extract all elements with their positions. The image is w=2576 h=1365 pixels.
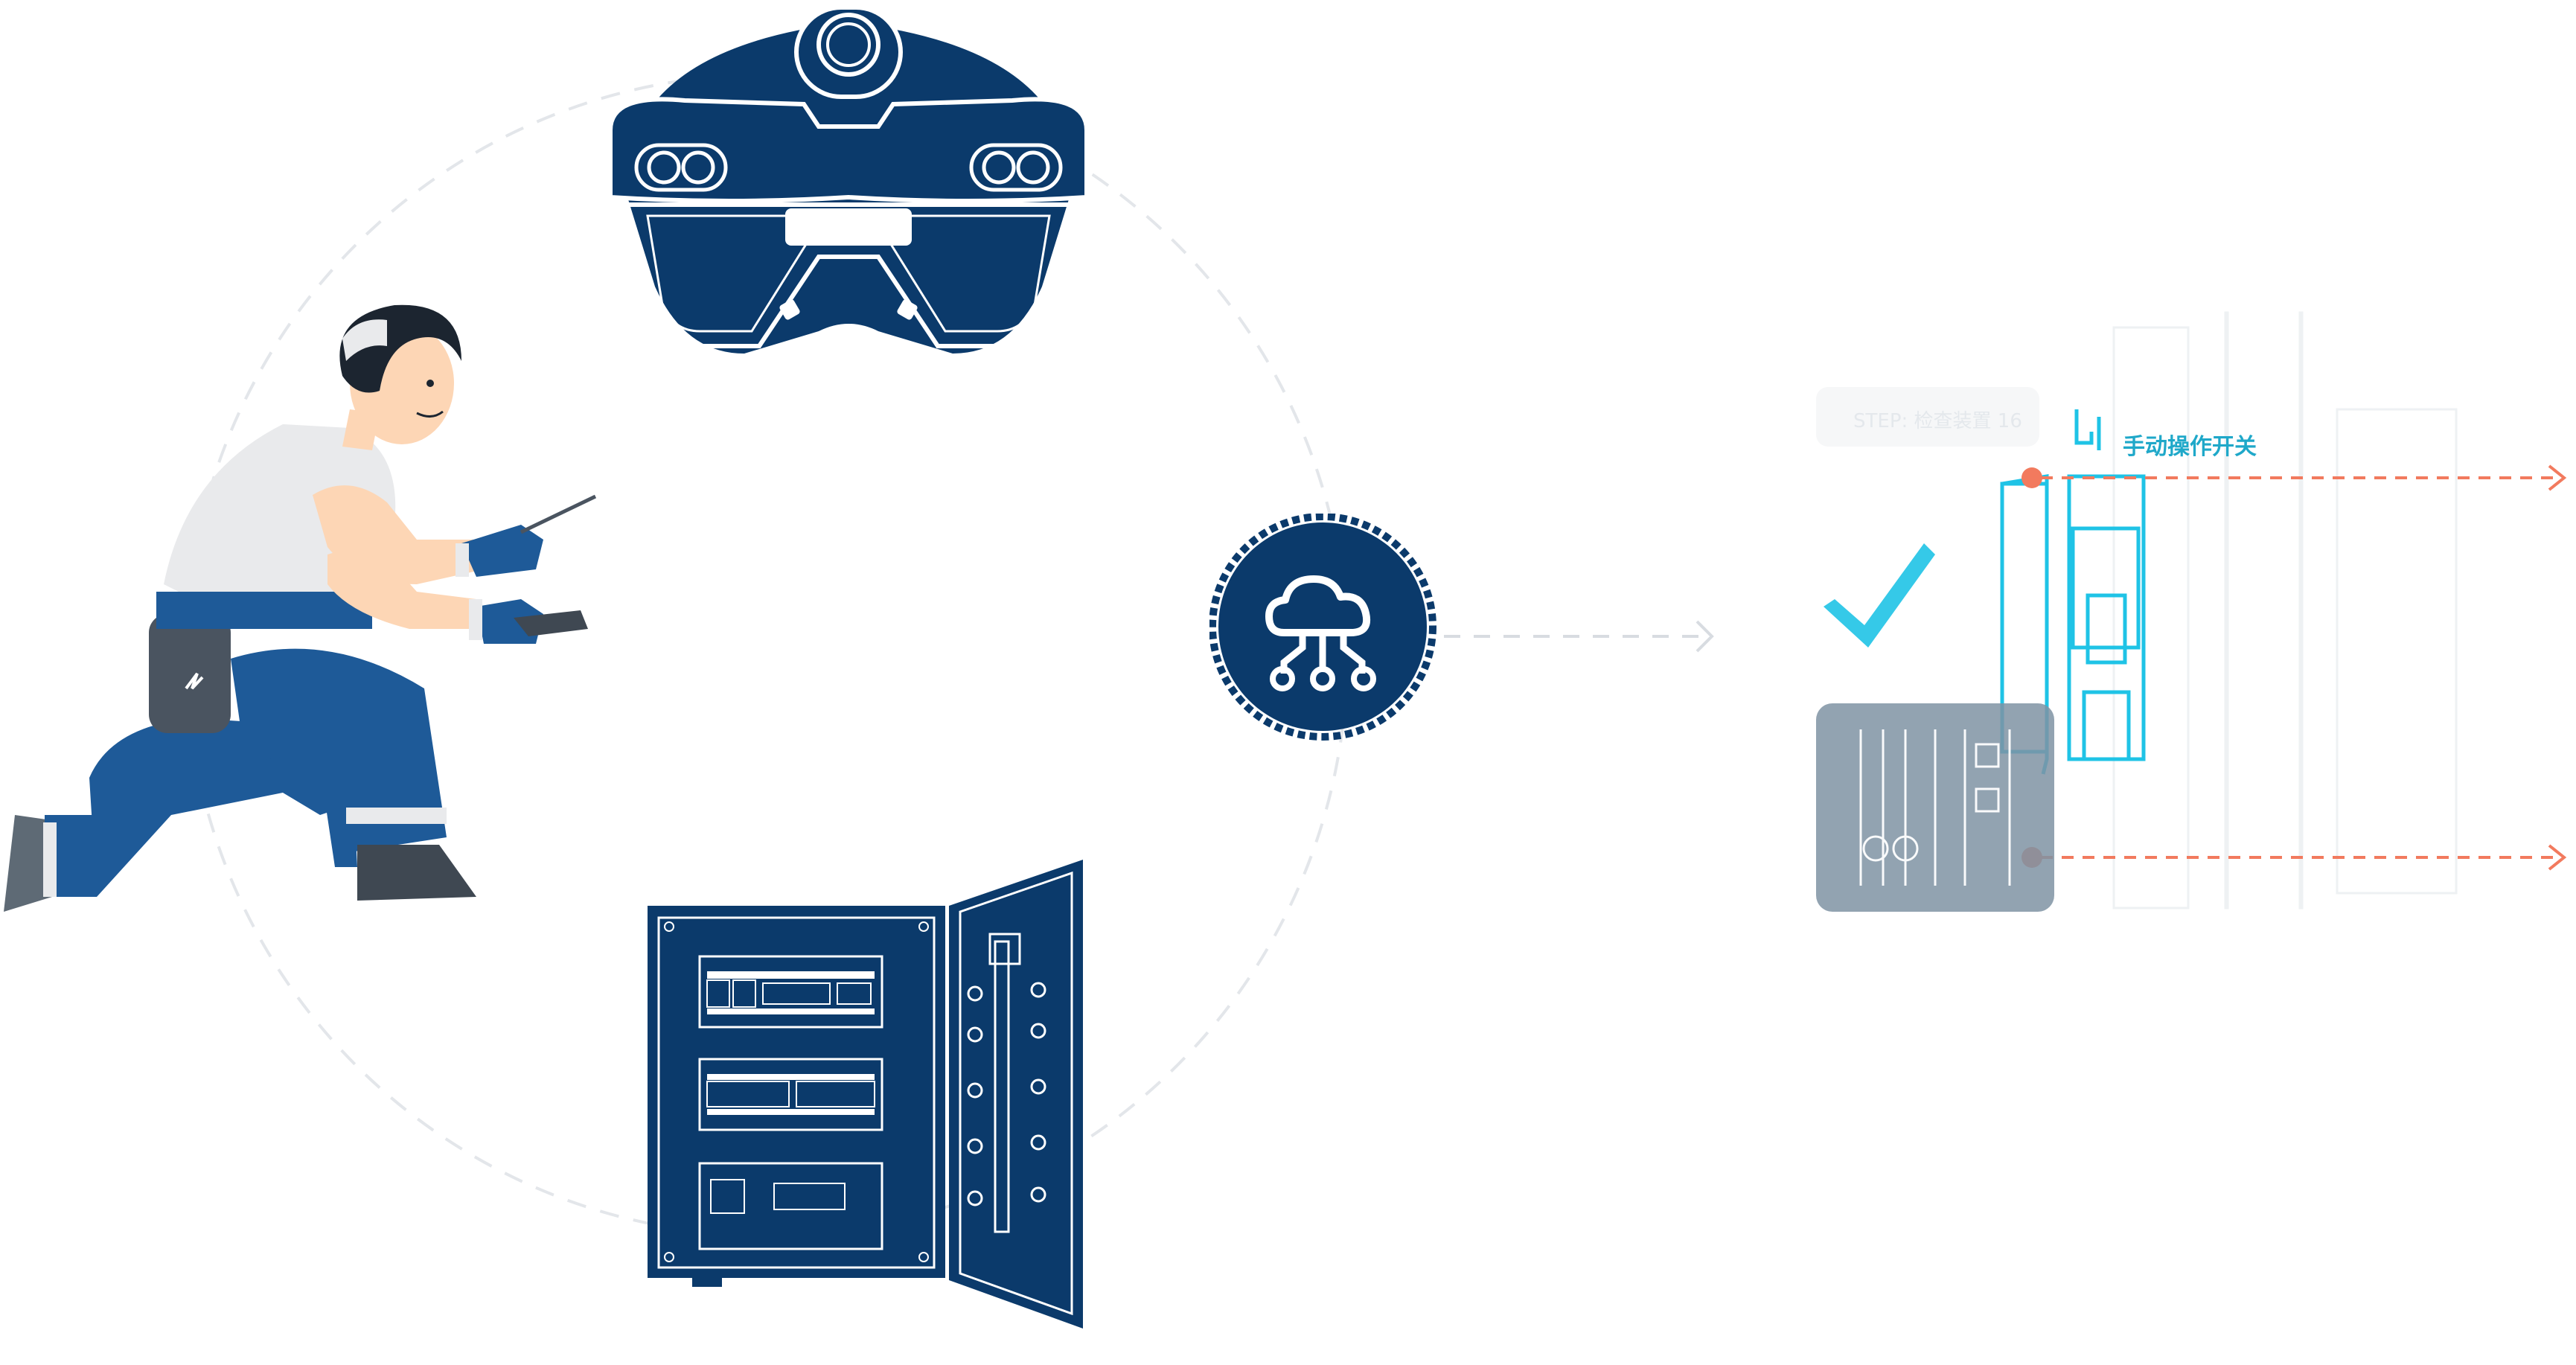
cloud-network-icon <box>1209 514 1436 741</box>
flow-arrow-head <box>1696 620 1714 653</box>
ar-headset-icon <box>608 5 1089 354</box>
step-pill <box>1816 387 2039 447</box>
ar-overlay: STEP: 检查装置 16 手动操作开关 <box>1801 298 2576 953</box>
switch-label: 手动操作开关 <box>2123 434 2257 460</box>
worker-illustration <box>4 304 597 912</box>
electrical-cabinet-icon <box>648 860 1083 1329</box>
checkmark-icon <box>1824 543 1935 648</box>
step-label: STEP: 检查装置 16 <box>1853 410 2022 432</box>
ar-overlay-graphics <box>1816 311 2567 912</box>
